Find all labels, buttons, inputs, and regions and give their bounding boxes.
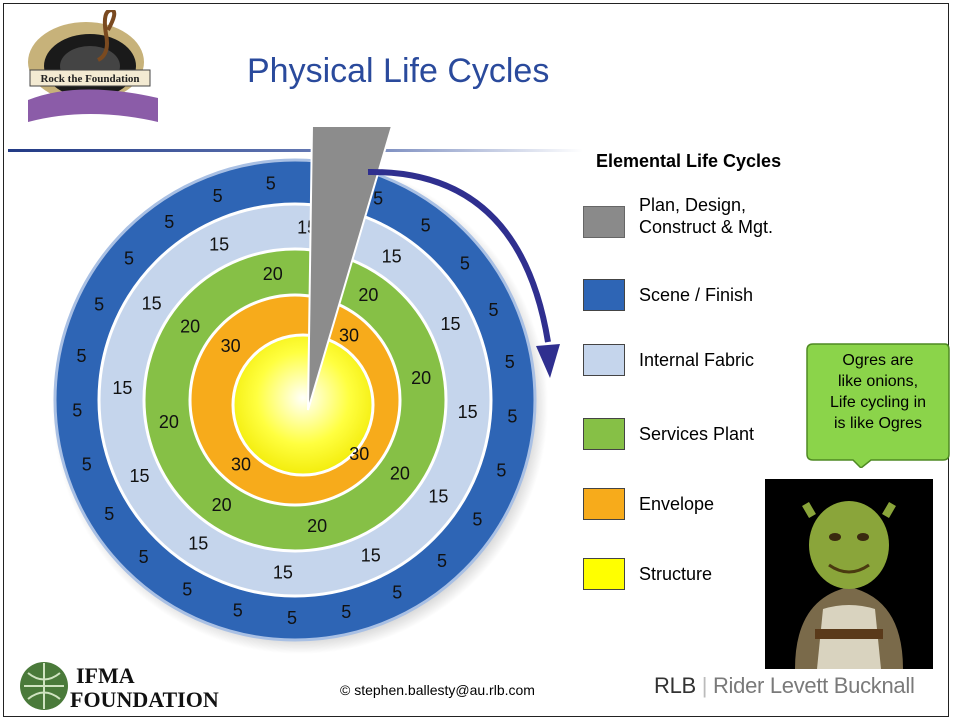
speech-line-3: Life cycling in	[829, 394, 927, 411]
legend-swatch-scene-finish	[583, 279, 625, 311]
core-structure	[231, 333, 375, 477]
ifma-foundation-logo: IFMA FOUNDATION	[20, 662, 219, 712]
legend-item-plan-design: Plan, Design, Construct & Mgt.	[583, 195, 774, 238]
ring-label-scene: 5	[421, 215, 431, 235]
ring-label-fabric: 15	[428, 487, 448, 507]
ogre-character-image	[765, 479, 933, 669]
legend-label-internal-fabric: Internal Fabric	[639, 350, 755, 370]
timeline-arrow	[367, 168, 551, 343]
ring-label-scene: 5	[76, 346, 86, 366]
ring-label-fabric: 15	[112, 378, 132, 398]
ring-label-services: 20	[411, 368, 431, 388]
legend-swatch-envelope	[583, 488, 625, 520]
ring-label-fabric: 15	[273, 563, 293, 583]
ring-label-services: 20	[307, 516, 327, 536]
ring-label-scene: 5	[82, 455, 92, 475]
ring-label-scene: 5	[104, 504, 114, 524]
legend-swatch-plan-design	[583, 206, 625, 238]
ring-label-scene: 5	[124, 249, 134, 269]
plan-design-wedge	[307, 125, 394, 411]
logo-text: Rock the Foundation	[40, 73, 139, 85]
ring-label-scene: 5	[94, 294, 104, 314]
ring-label-scene: 5	[213, 186, 223, 206]
ring-label-fabric: 15	[382, 247, 402, 267]
ring-label-scene: 5	[341, 602, 351, 622]
ring-label-fabric: 15	[129, 466, 149, 486]
rock-the-foundation-logo: Rock the Foundation	[28, 10, 158, 122]
ring-label-scene: 5	[266, 173, 276, 193]
ifma-line2: FOUNDATION	[70, 687, 219, 712]
ring-label-scene: 5	[488, 300, 498, 320]
rlb-mark: RLB	[654, 673, 696, 698]
legend-item-services-plant: Services Plant	[583, 418, 754, 450]
speech-bubble	[806, 343, 950, 468]
legend-label-plan-design-line2: Construct & Mgt.	[639, 217, 774, 237]
ring-label-services: 20	[212, 495, 232, 515]
ring-label-envelope: 30	[231, 454, 251, 474]
legend-swatch-structure	[583, 558, 625, 590]
ring-label-scene: 5	[507, 407, 517, 427]
ring-labels: 5555555555555555555555555151515151515151…	[72, 173, 517, 628]
ring-label-services: 20	[263, 264, 283, 284]
ring-label-fabric: 15	[209, 235, 229, 255]
timeline-arrowhead	[536, 344, 560, 378]
ring-label-scene: 5	[505, 352, 515, 372]
ring-label-scene: 5	[392, 583, 402, 603]
speech-bubble-text: Ogres are like onions, Life cycling in i…	[808, 350, 948, 434]
speech-line-4: is like Ogres	[833, 415, 923, 432]
ring-label-scene: 5	[496, 460, 506, 480]
legend-label-envelope: Envelope	[639, 494, 715, 514]
ring-label-fabric: 15	[142, 293, 162, 313]
ring-label-scene: 5	[139, 547, 149, 567]
ring-label-services: 20	[390, 463, 410, 483]
ring-label-scene: 5	[287, 608, 297, 628]
speech-line-2: like onions,	[837, 373, 919, 390]
legend-item-internal-fabric: Internal Fabric	[583, 344, 754, 376]
ring-label-services: 20	[159, 412, 179, 432]
ring-label-envelope: 30	[339, 326, 359, 346]
ring-label-scene: 5	[437, 551, 447, 571]
copyright-text: © stephen.ballesty@au.rlb.com	[340, 682, 535, 698]
ring-label-scene: 5	[233, 600, 243, 620]
ring-label-services: 20	[358, 285, 378, 305]
ring-label-scene: 5	[472, 509, 482, 529]
rlb-logo: RLB | Rider Levett Bucknall	[654, 673, 915, 698]
legend-label-services-plant: Services Plant	[639, 424, 755, 444]
ring-label-scene: 5	[164, 212, 174, 232]
ring-label-scene: 5	[460, 253, 470, 273]
speech-line-1: Ogres are	[842, 352, 914, 369]
legend-label-plan-design-line1: Plan, Design,	[639, 195, 747, 215]
ifma-line1: IFMA	[76, 663, 135, 688]
title-divider	[8, 149, 583, 152]
ring-label-fabric: 15	[440, 314, 460, 334]
ring-label-envelope: 30	[221, 336, 241, 356]
legend-label-scene-finish: Scene / Finish	[639, 285, 754, 305]
legend-label-structure: Structure	[639, 564, 713, 584]
legend-item-envelope: Envelope	[583, 488, 714, 520]
ring-label-scene: 5	[182, 580, 192, 600]
page-title: Physical Life Cycles	[247, 52, 550, 90]
ring-label-scene: 5	[72, 401, 82, 421]
legend-item-structure: Structure	[583, 558, 712, 590]
ring-label-fabric: 15	[361, 546, 381, 566]
rlb-name: Rider Levett Bucknall	[712, 673, 915, 698]
ring-label-fabric: 15	[458, 402, 478, 422]
ring-label-envelope: 30	[349, 444, 369, 464]
ring-label-scene: 5	[373, 188, 383, 208]
ring-label-fabric: 15	[188, 533, 208, 553]
legend-title: Elemental Life Cycles	[596, 151, 782, 171]
ring-label-services: 20	[180, 317, 200, 337]
legend-swatch-internal-fabric	[583, 344, 625, 376]
legend-item-scene-finish: Scene / Finish	[583, 279, 753, 311]
legend-swatch-services-plant	[583, 418, 625, 450]
